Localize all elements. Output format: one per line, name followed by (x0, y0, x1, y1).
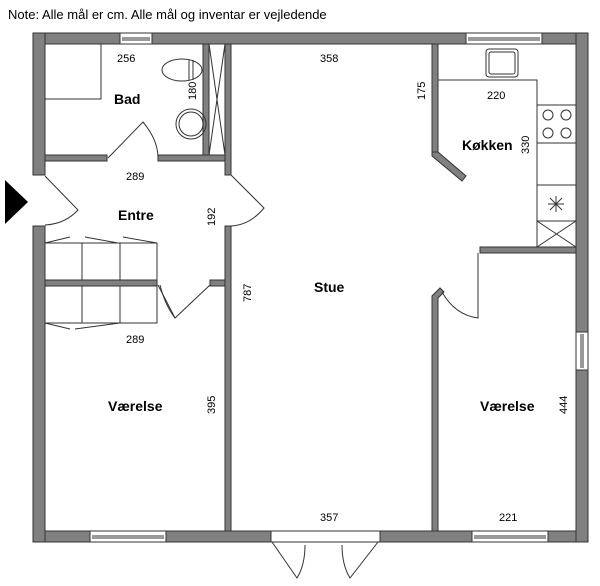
closet (44, 236, 158, 330)
doors (44, 121, 479, 579)
dim-bad-height: 180 (187, 82, 199, 100)
stove-icon (536, 104, 577, 144)
dim-vaerelse-left-height: 395 (206, 396, 218, 414)
dim-vaerelse-right-height: 444 (558, 396, 570, 414)
dim-stue-height: 787 (242, 284, 254, 302)
dim-vaerelse-left-width: 289 (126, 334, 144, 346)
room-label-vaerelse-right: Værelse (480, 398, 535, 414)
dim-stue-bottom: 357 (320, 512, 338, 524)
shower-icon (208, 43, 226, 156)
dim-kitchen-height: 330 (520, 136, 532, 154)
room-label-kokken: Køkken (462, 137, 513, 153)
fridge-icon (536, 220, 577, 248)
interior-walls (44, 43, 577, 532)
dim-stue-top: 358 (320, 53, 338, 65)
toilet-icon (161, 58, 203, 82)
dim-entre-height: 192 (206, 208, 218, 226)
kitchen-sink-icon (485, 48, 519, 78)
bathtub (44, 43, 102, 100)
fan-icon (548, 196, 564, 212)
outer-walls (32, 32, 589, 543)
room-label-bad: Bad (114, 91, 140, 107)
room-label-vaerelse-left: Værelse (108, 398, 163, 414)
windows (89, 32, 589, 543)
sink-icon (175, 108, 207, 140)
dim-entre-width: 289 (126, 171, 144, 183)
kitchen-counter (438, 79, 538, 247)
dim-bad-width: 256 (117, 53, 135, 65)
dim-vaerelse-right-width: 221 (499, 512, 517, 524)
entrance-arrow-icon (5, 180, 28, 224)
fixtures (44, 43, 577, 330)
room-label-stue: Stue (314, 279, 345, 295)
room-label-entre: Entre (118, 207, 154, 223)
dim-kitchen-width: 220 (487, 90, 505, 102)
dim-kitchen-wall: 175 (416, 82, 428, 100)
plan-note: Note: Alle mål er cm. Alle mål og invent… (8, 7, 327, 22)
